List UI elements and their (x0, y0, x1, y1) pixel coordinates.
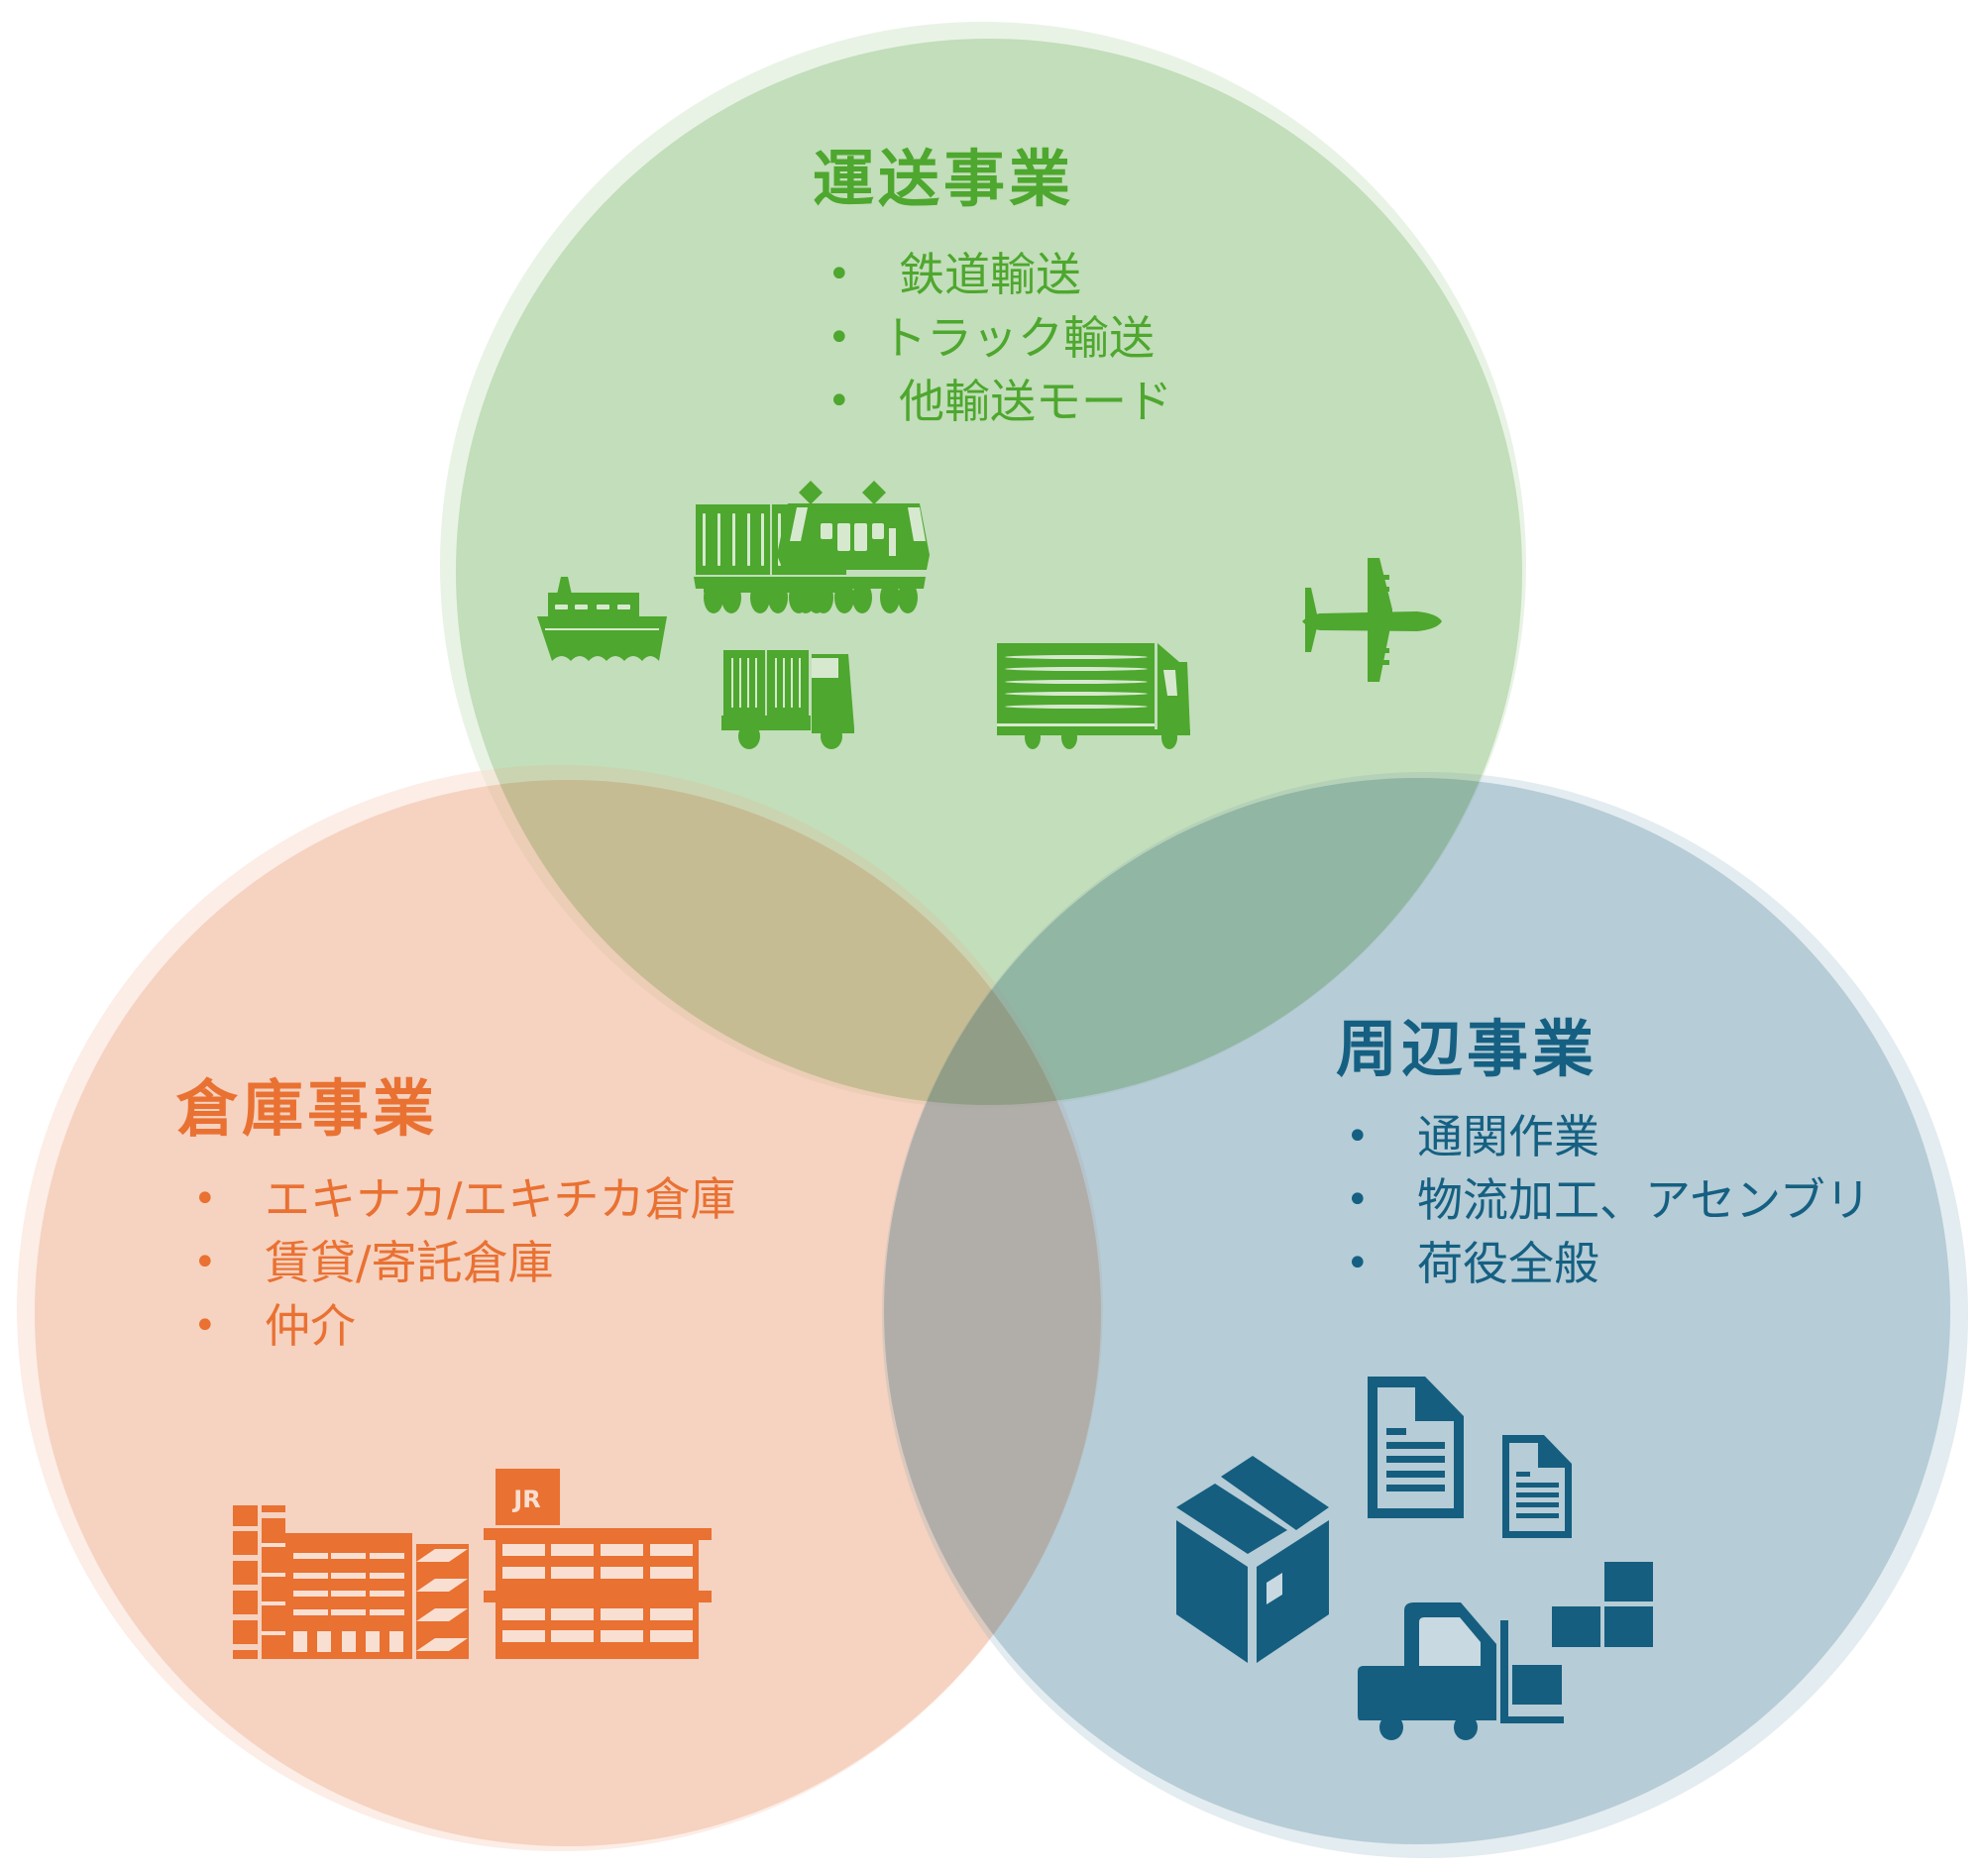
transport-title: 運送事業 (813, 143, 1075, 215)
peripheral-title: 周辺事業 (1336, 1013, 1598, 1085)
peripheral-item: 通関作業 (1346, 1105, 1871, 1168)
transport-list: 鉄道輸送 トラック輸送 他輸送モード (827, 243, 1172, 433)
peripheral-item: 荷役全般 (1346, 1232, 1871, 1295)
warehouse-item: エキナカ/エキチカ倉庫 (193, 1167, 736, 1231)
transport-item: 他輸送モード (827, 370, 1172, 433)
peripheral-list: 通関作業 物流加工、アセンブリ 荷役全般 (1346, 1105, 1871, 1295)
transport-item: トラック輸送 (827, 306, 1172, 370)
warehouse-list: エキナカ/エキチカ倉庫 賃貸/寄託倉庫 仲介 (193, 1167, 736, 1358)
peripheral-item: 物流加工、アセンブリ (1346, 1168, 1871, 1232)
warehouse-title: 倉庫事業 (176, 1072, 439, 1145)
warehouse-item: 仲介 (193, 1294, 736, 1358)
warehouse-item: 賃貸/寄託倉庫 (193, 1231, 736, 1294)
peripheral-circle (884, 778, 1950, 1844)
transport-item: 鉄道輸送 (827, 243, 1172, 306)
